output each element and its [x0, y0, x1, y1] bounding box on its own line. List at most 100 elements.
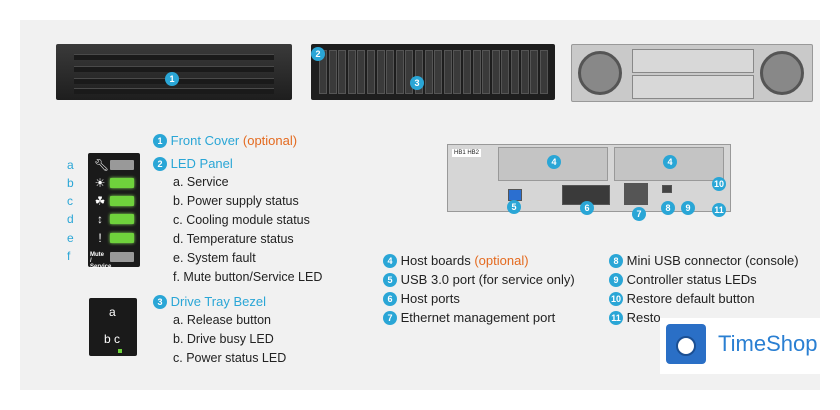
- front-cover-stripe: [74, 54, 274, 60]
- rear-item-optional: (optional): [474, 253, 529, 268]
- mute-label: Mute / Service: [90, 252, 112, 270]
- callout-6: 6: [580, 201, 594, 215]
- led-row-fault: !: [92, 230, 136, 246]
- front-cover-label: Front Cover: [170, 133, 240, 148]
- rear-item-label: USB 3.0 port (for service only): [400, 272, 575, 287]
- drive-bay: [434, 50, 443, 94]
- callout-1: 1: [153, 134, 167, 148]
- rear-item-label: Restore default button: [626, 291, 755, 306]
- callout-10: 10: [609, 292, 623, 306]
- drive-bay: [511, 50, 519, 94]
- psu-fan-right: [760, 51, 804, 95]
- rear-item-label: Host ports: [400, 291, 460, 306]
- rear-controller-lower: [632, 75, 754, 99]
- drive-bay: [453, 50, 462, 94]
- temperature-led: [110, 214, 134, 224]
- wrench-icon: 🔧︎: [94, 158, 110, 172]
- led-item: c. Cooling module status: [173, 213, 310, 227]
- drive-bay: [463, 50, 471, 94]
- mini-usb-port: [662, 185, 672, 193]
- drive-bay: [415, 50, 423, 94]
- tray-item: b. Drive busy LED: [173, 332, 274, 346]
- led-letter: a: [67, 158, 74, 172]
- fan-icon: ☘︎: [94, 194, 106, 208]
- fault-led: [110, 233, 134, 243]
- tray-letter-a: a: [109, 305, 116, 319]
- callout-9: 9: [681, 201, 695, 215]
- mute-button[interactable]: [110, 252, 134, 262]
- callout-10: 10: [712, 177, 726, 191]
- drive-bay: [357, 50, 366, 94]
- rear-item-label: Ethernet management port: [400, 310, 556, 325]
- rear-item-label: Resto: [626, 310, 661, 325]
- callout-8: 8: [661, 201, 675, 215]
- rear-chassis: [571, 44, 813, 102]
- callout-3: 3: [410, 76, 424, 90]
- callout-11: 11: [609, 311, 623, 325]
- callout-3: 3: [153, 295, 167, 309]
- drive-bay: [347, 50, 356, 94]
- drive-bay: [443, 50, 452, 94]
- power-led: [110, 178, 134, 188]
- led-row-temperature: ↕: [92, 211, 136, 227]
- front-cover-optional: (optional): [242, 133, 298, 148]
- callout-4: 4: [383, 254, 397, 268]
- callout-1: 1: [165, 72, 179, 86]
- drive-bay: [376, 50, 385, 94]
- thermometer-icon: ↕: [97, 212, 103, 226]
- rear-item-usb: 5 USB 3.0 port (for service only): [383, 272, 575, 287]
- rear-item-restore: 10 Restore default button: [609, 291, 755, 306]
- rear-item-label: Mini USB connector (console): [626, 253, 799, 268]
- drive-bay: [328, 50, 337, 94]
- led-item: f. Mute button/Service LED: [173, 270, 323, 284]
- callout-7: 7: [632, 207, 646, 221]
- led-row-power: ☀︎: [92, 175, 136, 191]
- drive-bay: [501, 50, 510, 94]
- drive-tray-label: Drive Tray Bezel: [170, 294, 266, 309]
- led-letter: b: [67, 176, 74, 190]
- drive-bay: [386, 50, 395, 94]
- led-item: a. Service: [173, 175, 229, 189]
- clock-icon: [676, 336, 696, 356]
- led-letter: c: [67, 194, 73, 208]
- psu-fan-left: [578, 51, 622, 95]
- callout-2: 2: [153, 157, 167, 171]
- callout-5: 5: [383, 273, 397, 287]
- rear-item-11: 11 Resto: [609, 310, 661, 325]
- drive-bay: [338, 50, 347, 94]
- led-panel: 🔧︎ ☀︎ ☘︎ ↕ ! Mute / Service: [88, 153, 140, 270]
- exclamation-icon: !: [98, 231, 102, 245]
- front-cover-stripe: [74, 88, 274, 94]
- drive-bay: [539, 50, 548, 94]
- tray-item: c. Power status LED: [173, 351, 287, 365]
- callout-4: 4: [547, 155, 561, 169]
- led-panel-heading: 2 LED Panel: [153, 156, 233, 171]
- led-letter: e: [67, 231, 74, 245]
- led-letter: f: [67, 249, 71, 263]
- callout-4: 4: [663, 155, 677, 169]
- drive-bay: [520, 50, 529, 94]
- drive-bay: [405, 50, 414, 94]
- callout-5: 5: [507, 200, 521, 214]
- rear-item-label: Host boards: [400, 253, 471, 268]
- timeshop-logo: TimeShop: [660, 318, 820, 374]
- power-icon: ☀︎: [94, 176, 106, 190]
- led-letter: d: [67, 212, 74, 226]
- drive-bay: [482, 50, 491, 94]
- led-item: d. Temperature status: [173, 232, 294, 246]
- drive-bay: [472, 50, 481, 94]
- led-row-service: 🔧︎: [92, 157, 136, 173]
- led-item: e. System fault: [173, 251, 256, 265]
- callout-8: 8: [609, 254, 623, 268]
- callout-6: 6: [383, 292, 397, 306]
- callout-9: 9: [609, 273, 623, 287]
- front-cover-heading: 1 Front Cover (optional): [153, 133, 297, 148]
- logo-text: TimeShop: [718, 331, 818, 356]
- drive-tray-bezel: a b c: [89, 298, 137, 356]
- drive-tray-heading: 3 Drive Tray Bezel: [153, 294, 266, 309]
- callout-11: 11: [712, 203, 726, 217]
- tray-item: a. Release button: [173, 313, 271, 327]
- rear-item-label: Controller status LEDs: [626, 272, 757, 287]
- callout-2: 2: [311, 47, 325, 61]
- led-item: b. Power supply status: [173, 194, 299, 208]
